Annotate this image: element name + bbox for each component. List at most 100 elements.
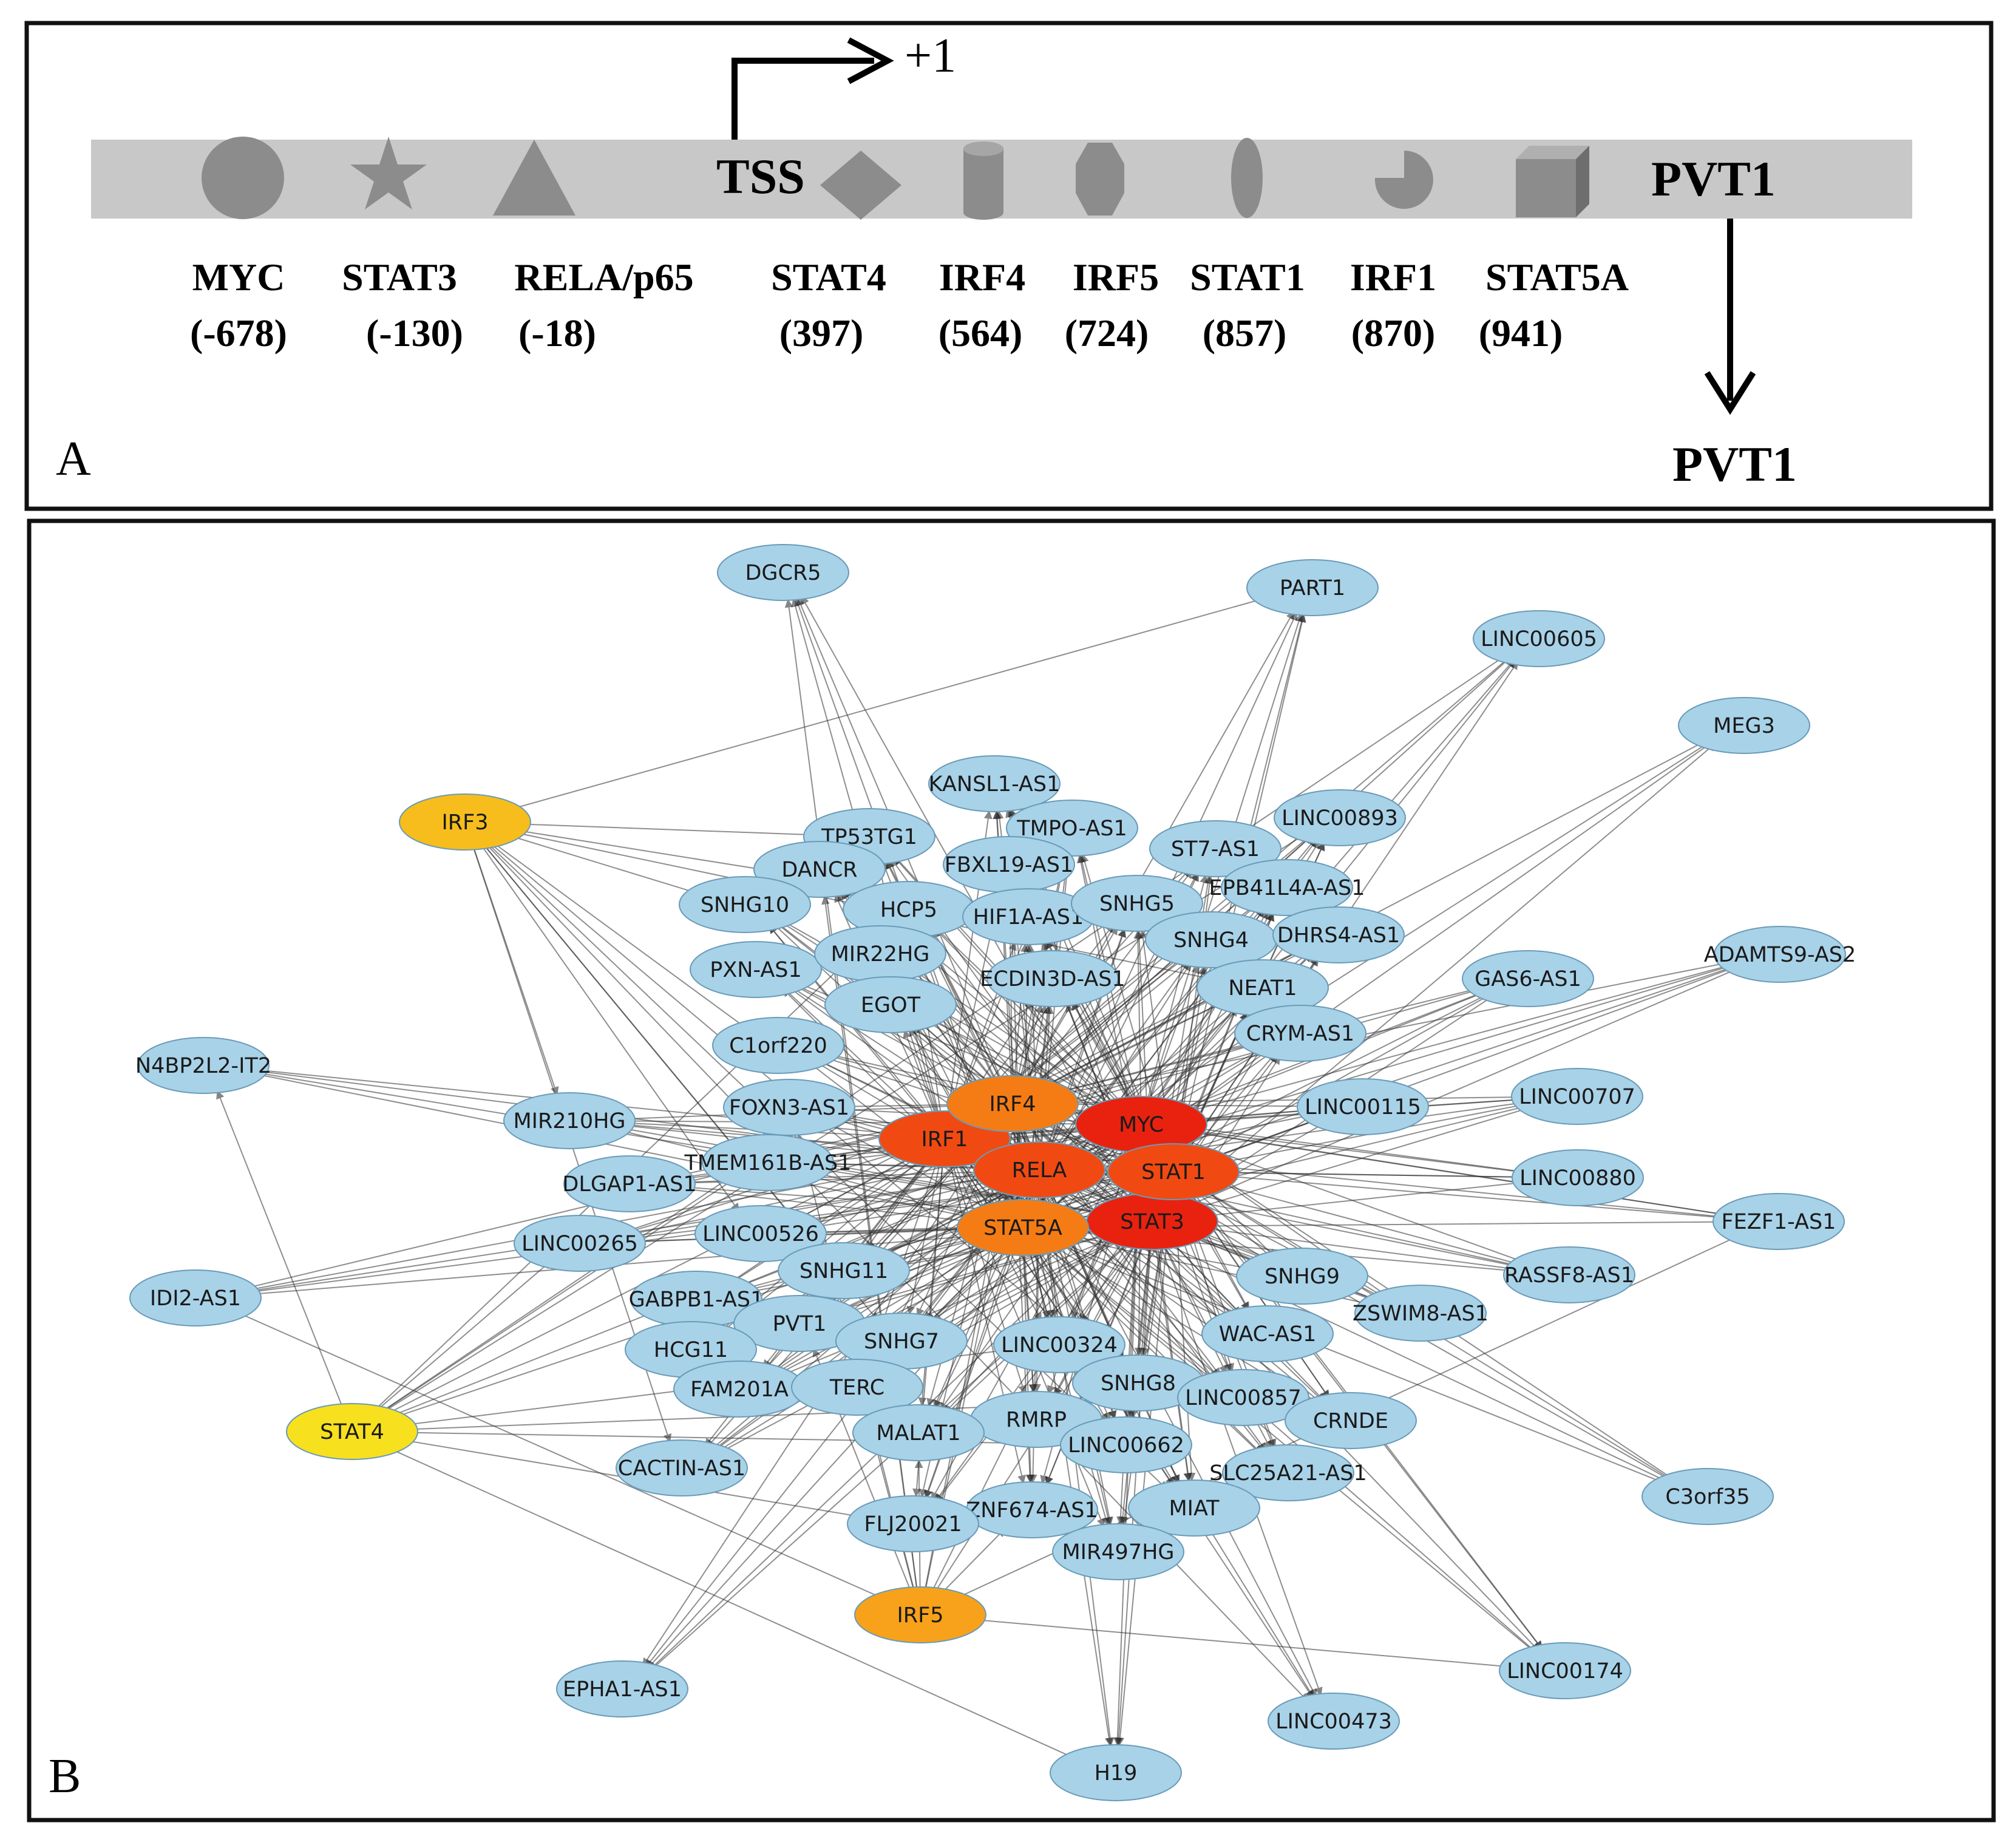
regulatory-edge [1152,1102,1543,1222]
regulatory-edge [351,1431,877,1523]
panel-b: DGCR5PART1LINC00605MEG3KANSL1-AS1TMPO-AS… [27,518,1996,1823]
stat1-ellipse-symbol [1231,138,1263,218]
lncrna-node-st7-as1: ST7-AS1 [1149,820,1281,877]
regulatory-edge [934,1227,1023,1410]
node-ellipse [712,1017,844,1074]
node-ellipse [1473,610,1605,667]
lncrna-node-linc00526: LINC00526 [694,1205,827,1262]
regulatory-edge [906,1138,945,1316]
factor-name-stat1: STAT1 [1190,256,1305,299]
node-label: DGCR5 [745,561,821,585]
lncrna-node-fezf1-as1: FEZF1-AS1 [1713,1193,1845,1250]
lncrna-node-hif1a-as1: HIF1A-AS1 [962,888,1095,945]
myc-circle-symbol [202,137,284,219]
node-ellipse [1236,1248,1368,1305]
lncrna-node-snhg8: SNHG8 [1072,1354,1204,1411]
regulatory-edge [1039,1169,1323,1405]
lncrna-node-rassf8-as1: RASSF8-AS1 [1503,1246,1635,1303]
lncrna-node-epb41l4a-as1: EPB41L4A-AS1 [1209,859,1365,916]
regulatory-edge [1114,1221,1153,1747]
node-label: LINC00605 [1481,627,1597,651]
tf-node-irf4: IRF4 [946,1075,1079,1132]
node-ellipse [854,1586,986,1643]
lncrna-node-slc25a21-as1: SLC25A21-AS1 [1209,1444,1367,1501]
regulatory-edge [616,1169,1040,1242]
regulatory-edge [351,1177,738,1432]
lncrna-node-fbxl19-as1: FBXL19-AS1 [943,836,1075,893]
factor-name-stat4: STAT4 [771,256,886,299]
factor-name-myc: MYC [192,256,285,299]
regulatory-edge [1152,1177,1542,1222]
node-label: EPB41L4A-AS1 [1209,876,1365,900]
node-label: N4BP2L2-IT2 [135,1054,271,1078]
node-ellipse [1297,1078,1429,1135]
node-label: ADAMTS9-AS2 [1704,943,1856,967]
node-label: LINC00473 [1275,1710,1392,1734]
lncrna-node-linc00893: LINC00893 [1274,789,1406,846]
node-label: LINC00893 [1281,806,1398,831]
panel-b-label: B [49,1750,81,1803]
irf5-octagon-symbol [1076,143,1124,216]
node-ellipse [847,1495,979,1552]
node-label: FAM201A [690,1378,789,1402]
node-ellipse [1462,950,1594,1007]
node-ellipse [514,1215,646,1272]
regulatory-edge [1173,1171,1743,1223]
node-label: DHRS4-AS1 [1277,923,1400,948]
node-ellipse [791,1359,923,1416]
node-ellipse [137,1037,270,1094]
lncrna-node-ecdin3d-as1: ECDIN3D-AS1 [980,950,1125,1007]
regulatory-edge [351,1308,663,1432]
lncrna-node-linc00174: LINC00174 [1499,1642,1631,1699]
lncrna-node-linc00473: LINC00473 [1268,1693,1400,1750]
node-ellipse [928,755,1061,812]
node-label: PART1 [1280,576,1345,600]
node-label: GAS6-AS1 [1475,967,1581,991]
node-label: IRF5 [897,1603,943,1628]
node-label: CACTIN-AS1 [618,1456,745,1481]
node-label: DANCR [781,858,857,882]
node-label: IRF4 [989,1092,1036,1116]
node-ellipse [1107,1143,1240,1200]
tss-label: TSS [716,149,805,204]
regulatory-edge [351,1431,1083,1762]
node-label: SLC25A21-AS1 [1209,1461,1366,1486]
node-label: DLGAP1-AS1 [562,1172,696,1197]
tf-node-stat3: STAT3 [1086,1193,1218,1250]
node-label: IRF3 [441,810,488,835]
lncrna-node-mir210hg: MIR210HG [503,1092,636,1149]
lncrna-node-wac-as1: WAC-AS1 [1201,1305,1334,1362]
lncrna-node-crnde: CRNDE [1285,1392,1417,1449]
node-label: PVT1 [773,1312,827,1336]
stat4-diamond-symbol [820,151,901,220]
lncrna-node-linc00605: LINC00605 [1473,610,1605,667]
node-label: LINC00324 [1001,1333,1118,1357]
lncrna-node-terc: TERC [791,1359,923,1416]
node-label: EPHA1-AS1 [563,1677,682,1702]
node-ellipse [957,1199,1089,1256]
node-ellipse [1050,1744,1182,1801]
node-label: C3orf35 [1665,1485,1750,1509]
node-ellipse [286,1403,418,1460]
regulatory-edge [1022,1227,1110,1527]
lncrna-node-crym-as1: CRYM-AS1 [1234,1005,1366,1062]
factor-name-irf4: IRF4 [939,256,1025,299]
node-label: STAT4 [320,1420,384,1444]
lncrna-node-linc00265: LINC00265 [514,1215,646,1272]
lncrna-node-hcp5: HCP5 [843,881,975,938]
stat3-star-symbol [350,137,427,209]
node-label: SNHG9 [1264,1265,1340,1289]
lncrna-node-kansl1-as1: KANSL1-AS1 [928,755,1061,812]
factor-name-stat5a: STAT5A [1485,256,1629,299]
lncrna-node-idi2-as1: IDI2-AS1 [129,1269,262,1327]
node-label: FLJ20021 [864,1512,962,1537]
tss-arrowhead [847,37,894,84]
regulatory-edge [1173,1098,1542,1172]
node-ellipse [616,1439,748,1496]
node-ellipse [129,1269,262,1327]
irf4-cylinder-symbol [963,141,1003,220]
node-label: SNHG7 [864,1330,939,1354]
node-label: TMEM161B-AS1 [684,1151,852,1175]
lncrna-node-gas6-as1: GAS6-AS1 [1462,950,1594,1007]
tf-node-stat1: STAT1 [1107,1143,1240,1200]
